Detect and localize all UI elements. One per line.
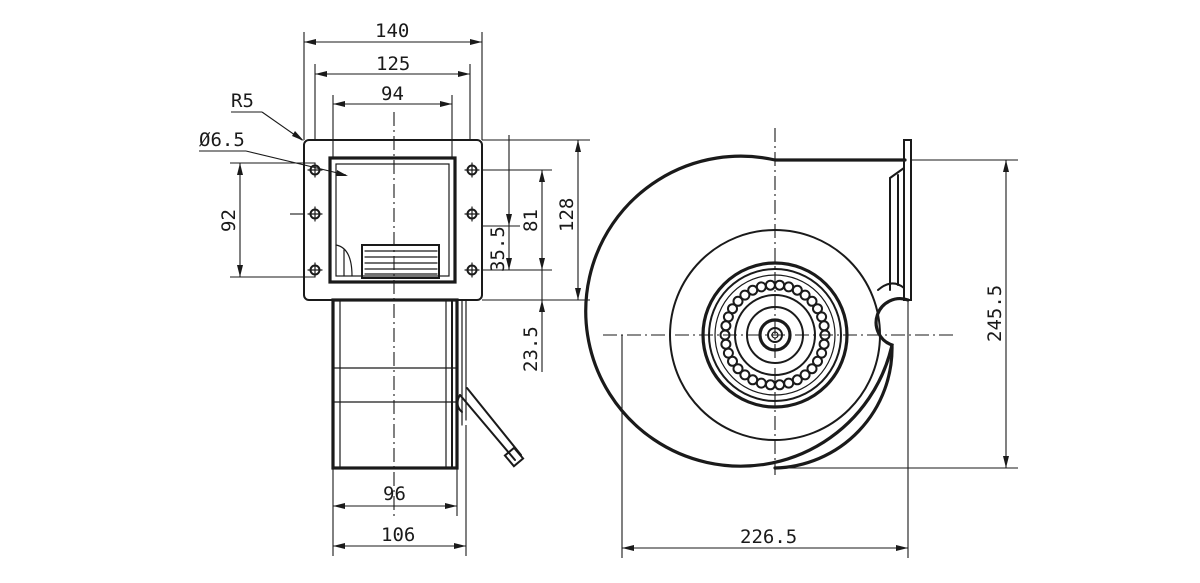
blade xyxy=(791,284,803,296)
side-view xyxy=(584,128,955,475)
blade xyxy=(722,347,734,359)
blade xyxy=(806,363,818,375)
blade xyxy=(818,338,830,350)
blade xyxy=(739,289,751,301)
blade xyxy=(806,295,818,307)
left-dimensions: 140 125 94 R5 Ø6.5 92 xyxy=(199,20,590,556)
blade xyxy=(764,379,776,391)
blade xyxy=(720,320,732,332)
blade xyxy=(755,281,767,293)
dim-d65: Ø6.5 xyxy=(199,129,245,151)
blade xyxy=(774,379,786,391)
right-dimensions: 226.5 245.5 xyxy=(621,159,1018,558)
outlet-opening xyxy=(328,156,457,284)
dim-125: 125 xyxy=(376,53,410,75)
blade xyxy=(812,355,823,367)
blade xyxy=(727,355,738,367)
blade xyxy=(812,303,823,315)
scroll-housing xyxy=(584,154,910,468)
dim-35-5: 35.5 xyxy=(487,226,509,272)
dim-96: 96 xyxy=(383,483,406,505)
blade xyxy=(720,338,732,350)
dim-r5: R5 xyxy=(231,90,254,112)
blade xyxy=(774,279,786,291)
fin-block xyxy=(361,244,440,279)
blade xyxy=(799,369,811,381)
blade xyxy=(732,363,744,375)
blade xyxy=(747,374,759,386)
blade xyxy=(727,303,738,315)
dim-23-5: 23.5 xyxy=(520,326,542,372)
blade xyxy=(739,369,751,381)
blade xyxy=(816,311,828,323)
mounting-holes xyxy=(307,162,480,278)
outlet-lip xyxy=(335,244,353,277)
dim-81: 81 xyxy=(520,209,542,232)
housing-body xyxy=(331,298,467,470)
blade xyxy=(818,320,830,332)
dim-226-5: 226.5 xyxy=(740,526,797,548)
blade xyxy=(732,295,744,307)
blade xyxy=(799,289,811,301)
outlet-flange xyxy=(774,139,912,301)
dim-140: 140 xyxy=(375,20,409,42)
blade xyxy=(722,311,734,323)
dim-245-5: 245.5 xyxy=(984,285,1006,342)
dim-94: 94 xyxy=(381,83,404,105)
dim-106: 106 xyxy=(381,524,415,546)
dim-92: 92 xyxy=(218,209,240,232)
blade xyxy=(764,279,776,291)
power-cable xyxy=(456,387,525,468)
outlet-inner xyxy=(335,163,450,277)
dim-128: 128 xyxy=(556,198,578,232)
front-view xyxy=(290,112,525,520)
blade xyxy=(783,377,795,389)
blade xyxy=(816,347,828,359)
